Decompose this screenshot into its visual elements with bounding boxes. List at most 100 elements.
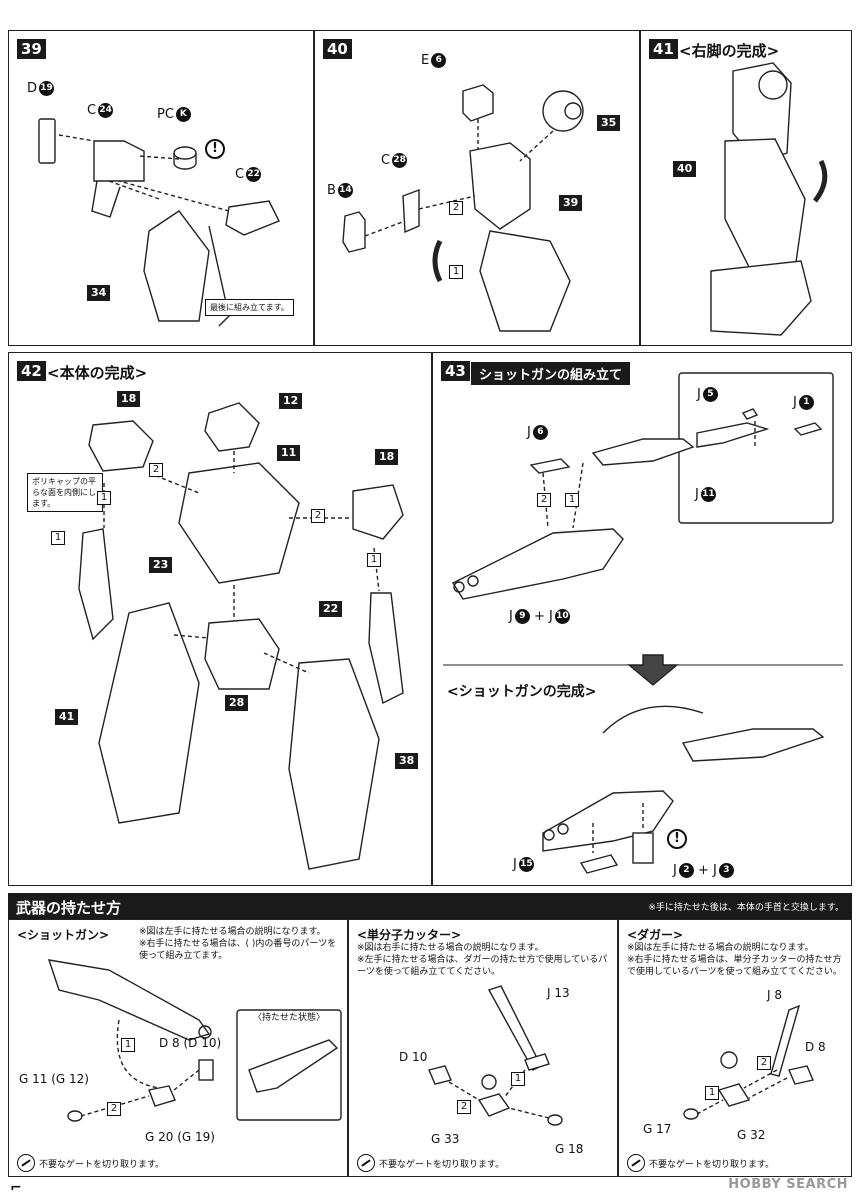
order-step-2-left: 2 [149, 463, 163, 477]
dagger-holding-illustration [683, 1004, 814, 1120]
order-step-1-left: 1 [97, 491, 111, 505]
assemble-last-note: 最後に組み立てます。 [205, 299, 294, 316]
part-38-tag: 38 [395, 753, 419, 769]
part-28-tag: 28 [225, 695, 249, 711]
order-step-1: 1 [51, 531, 65, 545]
cutter-holding-panel: <単分子カッター> ※図は右手に持たせる場合の説明になります。 ※左手に持たせる… [348, 919, 618, 1177]
part-35-tag: 35 [597, 115, 621, 131]
dagger-note-2: ※右手に持たせる場合は、単分子カッターの持たせ方で使用しているパーツを使って組み… [627, 955, 842, 977]
caution-icon: ! [205, 139, 225, 159]
dagger-note-1: ※図は左手に持たせる場合の説明になります。 [627, 943, 814, 953]
step-number: 43 [441, 361, 470, 381]
step-42-panel: 42 <本体の完成> 18 12 11 18 23 22 41 28 38 ポリ… [8, 352, 432, 886]
step-39-illustration [38, 118, 280, 327]
shotgun-assembly-banner: ショットガンの組み立て [471, 362, 631, 385]
part-40-tag: 40 [673, 161, 697, 177]
nipper-icon [17, 1154, 35, 1172]
dagger-holding-panel: <ダガー> ※図は左手に持たせる場合の説明になります。 ※右手に持たせる場合は、… [618, 919, 852, 1177]
weapons-note: ※手に持たせた後は、本体の手首と交換します。 [648, 903, 844, 913]
shotgun-holding-panel: <ショットガン> ※図は左手に持たせる場合の説明になります。 ※右手に持たせる場… [8, 919, 348, 1177]
caution-icon: ! [667, 829, 687, 849]
shotgun-complete-title: <ショットガンの完成> [447, 684, 597, 700]
holding-state-label: 〈持たせた状態〉 [253, 1013, 326, 1023]
page-corner-mark: ⌐ [10, 1180, 22, 1196]
order-step-1-right: 1 [367, 553, 381, 567]
part-label-d8-d10: D 8 (D 10) [159, 1036, 222, 1050]
part-label-g33: G 33 [431, 1132, 460, 1146]
order-step-1: 1 [449, 265, 463, 279]
part-label-g18: G 18 [555, 1142, 584, 1156]
nipper-icon [357, 1154, 375, 1172]
order-step-2: 2 [107, 1102, 121, 1116]
part-label-g32: G 32 [737, 1128, 766, 1142]
part-label-g11-g12: G 11 (G 12) [19, 1072, 89, 1086]
weapons-title: 武器の持たせ方 [16, 899, 122, 917]
weapons-section-header: 武器の持たせ方 ※手に持たせた後は、本体の手首と交換します。 [8, 893, 852, 919]
gate-cut-note: 不要なゲートを切り取ります。 [357, 1154, 504, 1172]
order-step-2: 2 [449, 201, 463, 215]
order-step-2: 2 [457, 1100, 471, 1114]
gate-cut-note: 不要なゲートを切り取ります。 [17, 1154, 164, 1172]
step-number: 42 [17, 361, 46, 381]
gate-cut-note: 不要なゲートを切り取ります。 [627, 1154, 774, 1172]
shotgun-note-1: ※図は左手に持たせる場合の説明になります。 [139, 927, 326, 937]
shotgun-assembly-illustration [443, 372, 843, 874]
shotgun-note-2: ※右手に持たせる場合は、( )内の番号のパーツを使って組み立てます。 [139, 939, 337, 961]
cutter-holding-illustration [428, 985, 563, 1126]
polycap-note: ポリキャップの平らな面を内側にします。 [27, 473, 103, 512]
part-23-tag: 23 [149, 557, 173, 573]
part-12-tag: 12 [279, 393, 303, 409]
order-step-1: 1 [121, 1038, 135, 1052]
dagger-holding-title: <ダガー> [627, 928, 684, 942]
nipper-icon [627, 1154, 645, 1172]
order-step-2: 2 [537, 493, 551, 507]
part-18-left-tag: 18 [117, 391, 141, 407]
order-step-2: 2 [757, 1056, 771, 1070]
part-11-tag: 11 [277, 445, 301, 461]
order-step-1: 1 [511, 1072, 525, 1086]
cutter-note-2: ※左手に持たせる場合は、ダガーの持たせ方で使用しているパーツを使って組み立ててく… [357, 955, 608, 977]
step-41-panel: 41 <右脚の完成> 40 [640, 30, 852, 346]
step-number: 40 [323, 39, 352, 59]
part-label-j8: J 8 [767, 988, 782, 1002]
part-41-tag: 41 [55, 709, 79, 725]
step-number: 41 [649, 39, 678, 59]
part-18-right-tag: 18 [375, 449, 399, 465]
step-40-illustration [342, 84, 584, 332]
part-34-tag: 34 [87, 285, 111, 301]
order-step-1: 1 [705, 1086, 719, 1100]
order-step-2-right: 2 [311, 509, 325, 523]
part-39-tag: 39 [559, 195, 583, 211]
step-number: 39 [17, 39, 46, 59]
cutter-note-1: ※図は右手に持たせる場合の説明になります。 [357, 943, 544, 953]
watermark: HOBBY SEARCH [728, 1177, 848, 1192]
step-title: <右脚の完成> [679, 42, 780, 60]
order-step-1: 1 [565, 493, 579, 507]
part-label-d10: D 10 [399, 1050, 428, 1064]
shotgun-holding-illustration [47, 959, 342, 1122]
part-22-tag: 22 [319, 601, 343, 617]
part-label-g20-g19: G 20 (G 19) [145, 1130, 215, 1144]
cutter-holding-title: <単分子カッター> [357, 928, 462, 942]
right-leg-illustration [710, 62, 828, 336]
step-title: <本体の完成> [47, 364, 148, 382]
part-label-d8: D 8 [805, 1040, 826, 1054]
part-label-j13: J 13 [547, 986, 570, 1000]
part-label-g17: G 17 [643, 1122, 672, 1136]
